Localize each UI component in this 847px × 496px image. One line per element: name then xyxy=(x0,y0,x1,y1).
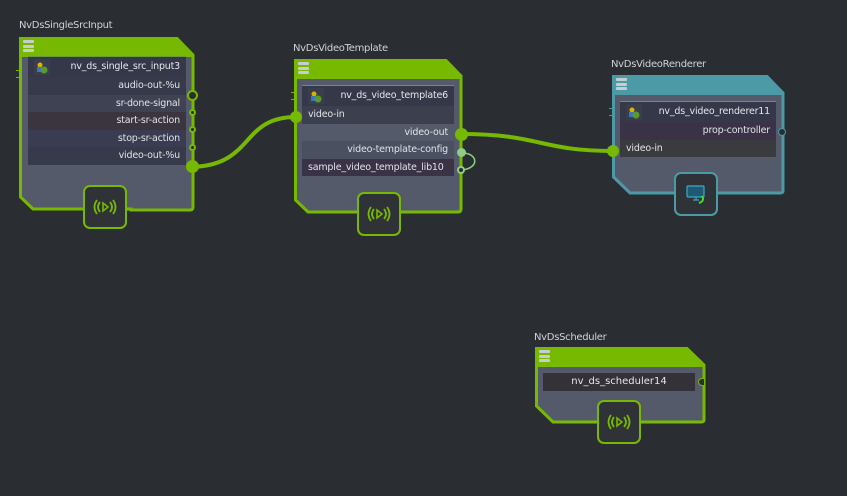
component-icon xyxy=(308,88,324,104)
node-body: nv_ds_scheduler14 xyxy=(543,373,695,391)
node-type-label: NvDsVideoRenderer xyxy=(611,59,706,70)
port-row[interactable]: video-template-config xyxy=(302,141,454,159)
output-port-video-out[interactable] xyxy=(455,128,468,141)
menu-icon[interactable] xyxy=(298,62,309,74)
broadcast-icon xyxy=(93,199,117,215)
broadcast-icon xyxy=(607,414,631,430)
node-type-label: NvDsScheduler xyxy=(534,332,607,343)
component-icon xyxy=(626,104,642,120)
node-badge[interactable] xyxy=(597,400,641,444)
port-row[interactable]: sample_video_template_lib10 xyxy=(302,158,454,176)
port-row[interactable]: sr-done-signal xyxy=(28,94,186,112)
component-icon xyxy=(34,59,50,75)
node-badge[interactable] xyxy=(83,185,127,229)
node-body: nv_ds_single_src_input3 audio-out-%u sr-… xyxy=(28,56,186,165)
node-body: nv_ds_video_template6 video-in video-out… xyxy=(302,85,454,176)
output-port-config[interactable] xyxy=(457,148,466,157)
port-row[interactable]: audio-out-%u xyxy=(28,77,186,95)
node-badge[interactable] xyxy=(674,172,718,216)
node-instance-row[interactable]: nv_ds_video_renderer11 xyxy=(620,102,776,122)
output-port-start-sr[interactable] xyxy=(189,126,196,133)
node-video-template[interactable]: nv_ds_video_template6 video-in video-out… xyxy=(290,59,468,239)
port-row[interactable]: stop-sr-action xyxy=(28,129,186,147)
port-row[interactable]: prop-controller xyxy=(620,122,776,140)
input-port[interactable] xyxy=(609,108,615,116)
node-scheduler[interactable]: nv_ds_scheduler14 xyxy=(535,347,707,452)
output-port-stop-sr[interactable] xyxy=(189,144,196,151)
broadcast-icon xyxy=(367,206,391,222)
node-instance-name: nv_ds_video_renderer11 xyxy=(658,106,771,117)
node-badge[interactable] xyxy=(357,192,401,236)
menu-icon[interactable] xyxy=(616,78,627,90)
input-port[interactable] xyxy=(16,70,22,78)
input-port-video-in[interactable] xyxy=(290,111,302,123)
node-body: nv_ds_video_renderer11 prop-controller v… xyxy=(620,101,776,157)
link-src-to-template[interactable] xyxy=(191,115,297,169)
output-port-prop-controller[interactable] xyxy=(778,128,786,136)
node-type-label: NvDsSingleSrcInput xyxy=(19,20,113,31)
node-instance-name[interactable]: nv_ds_scheduler14 xyxy=(543,373,695,391)
monitor-icon xyxy=(686,185,705,204)
input-port-lib[interactable] xyxy=(457,166,465,174)
output-port-video[interactable] xyxy=(186,160,199,173)
output-port-audio[interactable] xyxy=(187,90,198,101)
node-single-src-input[interactable]: nv_ds_single_src_input3 audio-out-%u sr-… xyxy=(16,37,199,232)
node-instance-row[interactable]: nv_ds_video_template6 xyxy=(302,86,454,106)
node-video-renderer[interactable]: nv_ds_video_renderer11 prop-controller v… xyxy=(607,75,786,220)
menu-icon[interactable] xyxy=(23,40,34,52)
input-port-video-in[interactable] xyxy=(607,145,619,157)
input-port[interactable] xyxy=(291,92,297,100)
port-row[interactable]: video-in xyxy=(620,139,776,157)
link-template-to-renderer[interactable] xyxy=(460,132,614,153)
node-instance-name: nv_ds_single_src_input3 xyxy=(70,61,181,72)
port-row[interactable]: video-out xyxy=(302,123,454,141)
output-port[interactable] xyxy=(698,378,704,386)
menu-icon[interactable] xyxy=(539,350,550,362)
node-instance-name: nv_ds_video_template6 xyxy=(340,90,448,101)
port-row[interactable]: start-sr-action xyxy=(28,112,186,130)
port-row[interactable]: video-in xyxy=(302,106,454,124)
node-type-label: NvDsVideoTemplate xyxy=(293,43,388,54)
node-instance-row[interactable]: nv_ds_single_src_input3 xyxy=(28,57,186,77)
output-port-sr-done[interactable] xyxy=(189,109,196,116)
port-row[interactable]: video-out-%u xyxy=(28,147,186,165)
